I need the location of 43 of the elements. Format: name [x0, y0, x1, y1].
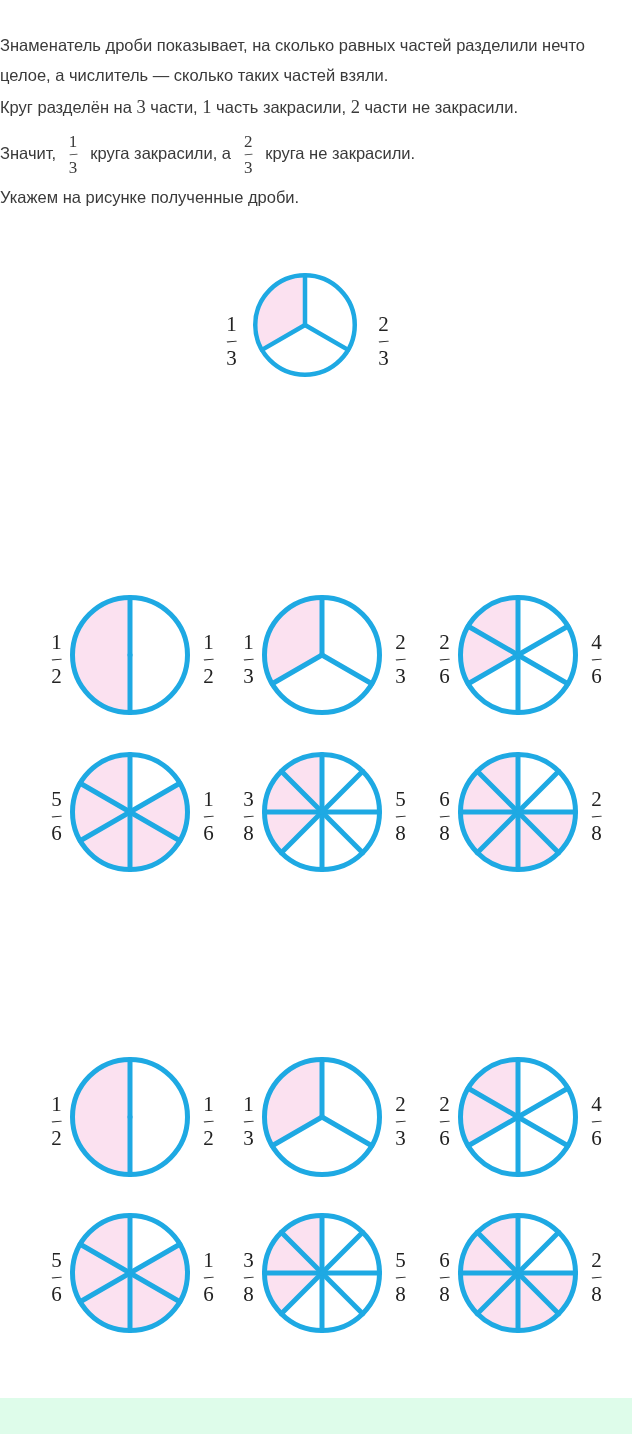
- fraction-label: 1/3: [237, 630, 259, 688]
- paragraph-text: Укажем на рисунке полученные дроби.: [0, 187, 300, 208]
- fraction-label: 5/8: [389, 787, 411, 845]
- fraction-label: 1/6: [197, 787, 219, 845]
- fraction-label: 5/6: [45, 1248, 67, 1306]
- fraction-circle: [70, 1213, 190, 1333]
- fraction-label: 3/8: [237, 787, 259, 845]
- fraction-label: 6/8: [433, 1248, 455, 1306]
- fraction-label: 2/3: [389, 630, 411, 688]
- fraction-label: 2/3: [372, 312, 394, 370]
- fraction-circle: [262, 1213, 382, 1333]
- fraction-label: 2/8: [585, 1248, 607, 1306]
- fraction-circle: [458, 595, 578, 715]
- fraction-circle: [262, 752, 382, 872]
- fraction-label: 5/8: [389, 1248, 411, 1306]
- fraction-label: 1/2: [45, 630, 67, 688]
- fraction-label: 1/3: [237, 1092, 259, 1150]
- fraction-circle: [70, 595, 190, 715]
- fraction-label: 2/8: [585, 787, 607, 845]
- fraction-circle: [253, 273, 357, 377]
- fraction-label: 1/6: [197, 1248, 219, 1306]
- fraction-label: 2/3: [389, 1092, 411, 1150]
- fraction-circle: [262, 1057, 382, 1177]
- fraction-label: 1/3: [220, 312, 242, 370]
- fraction-label: 1/2: [197, 630, 219, 688]
- fraction-label: 5/6: [45, 787, 67, 845]
- fraction-circle: [458, 1057, 578, 1177]
- fraction-label: 6/8: [433, 787, 455, 845]
- fraction-label: 1/2: [45, 1092, 67, 1150]
- fraction-label: 2/6: [433, 1092, 455, 1150]
- fraction-circle: [458, 1213, 578, 1333]
- paragraph-text: Знаменатель дроби показывает, на сколько равных частей разделили нечто целое, а числитель — сколько таких частей взяли.: [0, 35, 586, 86]
- fraction-circle: [70, 752, 190, 872]
- fraction-circle: [262, 595, 382, 715]
- paragraph-text: Значит, 1/3 круга закрасили, а 2/3 круга не закрасили.: [0, 130, 416, 178]
- fraction-label: 4/6: [585, 1092, 607, 1150]
- fraction-label: 1/2: [197, 1092, 219, 1150]
- fraction-circle: [458, 752, 578, 872]
- fraction-label: 3/8: [237, 1248, 259, 1306]
- fraction-circle: [70, 1057, 190, 1177]
- fraction-label: 4/6: [585, 630, 607, 688]
- paragraph-text: Круг разделён на 3 части, 1 часть закрасили, 2 части не закрасили.: [0, 96, 518, 119]
- fraction-label: 2/6: [433, 630, 455, 688]
